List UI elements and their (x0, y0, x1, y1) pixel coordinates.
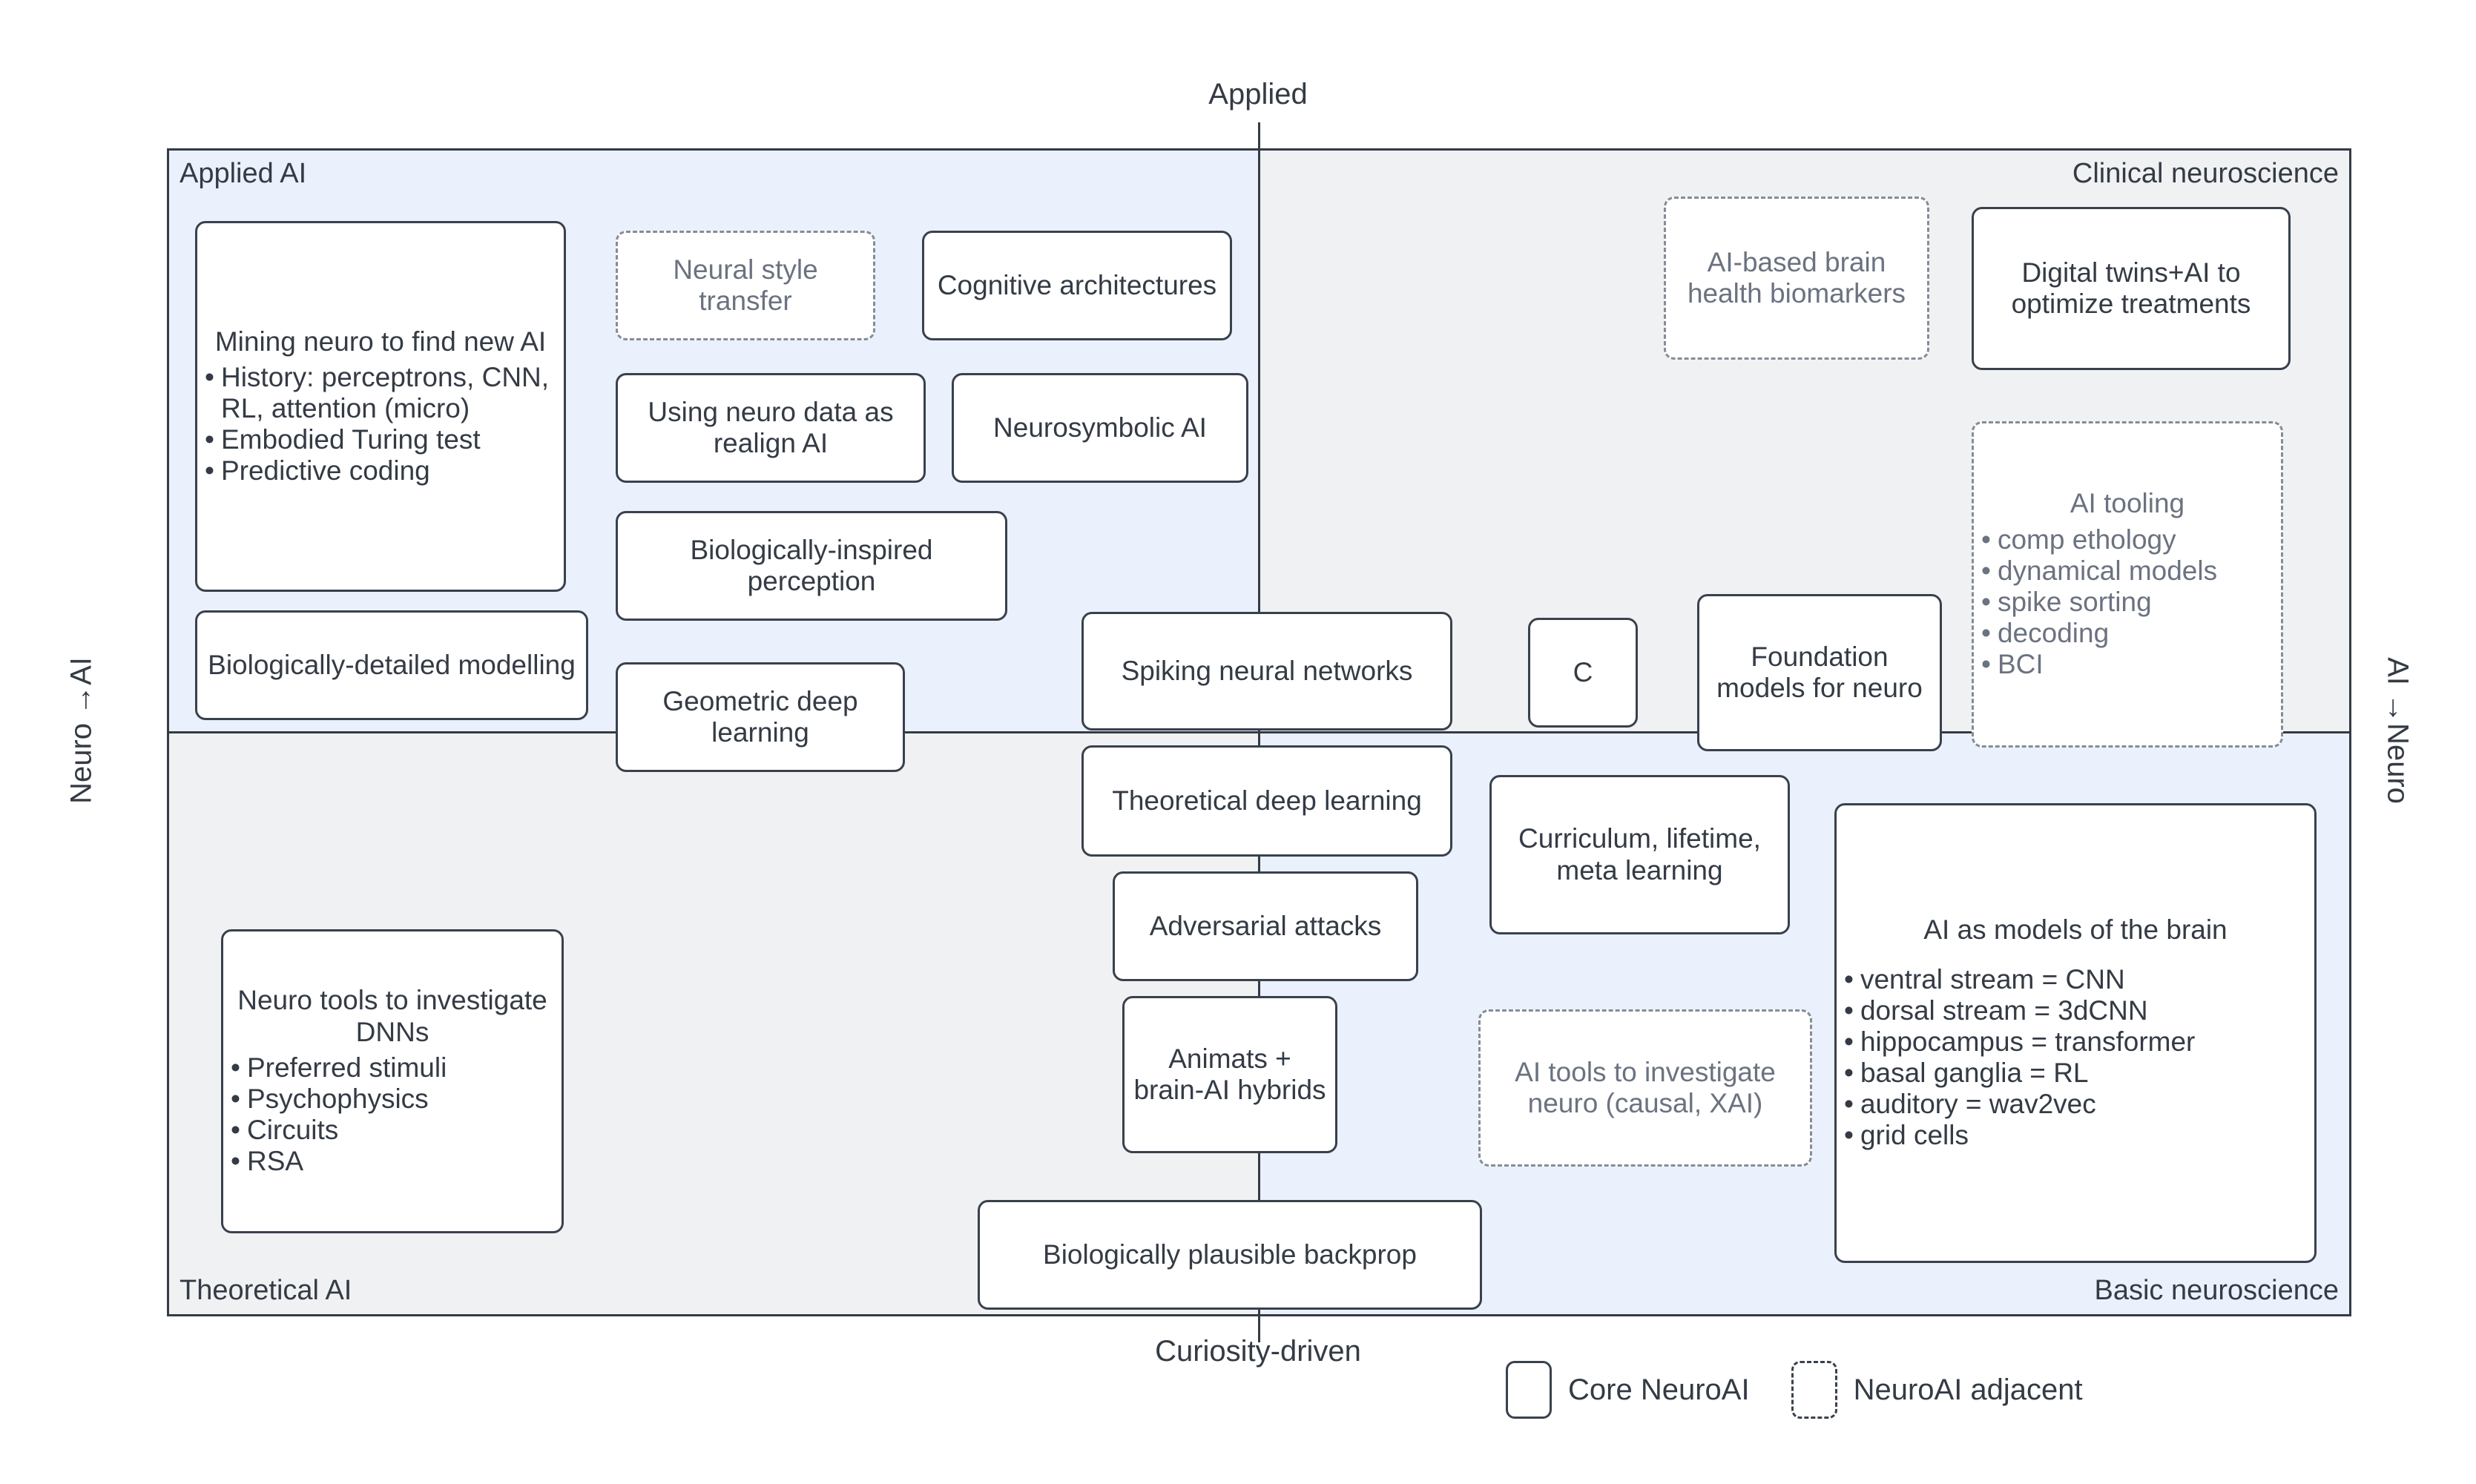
node-title: Cognitive architectures (937, 269, 1217, 300)
legend-adjacent-swatch (1791, 1361, 1837, 1419)
node-title: Spiking neural networks (1121, 655, 1413, 686)
node-c[interactable]: C (1528, 618, 1638, 728)
node-title: AI as models of the brain (1923, 914, 2228, 946)
node-title: Digital twins+AI to optimize treatments (2011, 257, 2251, 319)
node-title: Theoretical deep learning (1112, 785, 1422, 816)
node-neurosymbolic-ai[interactable]: Neurosymbolic AI (952, 373, 1248, 483)
bullet-item: Circuits (231, 1115, 554, 1146)
node-bullet-list: ventral stream = CNN dorsal stream = 3dC… (1844, 964, 2307, 1152)
horizontal-axis-line (169, 731, 2349, 733)
node-bullet-list: History: perceptrons, CNN, RL, attention… (205, 362, 556, 487)
legend-core-swatch (1506, 1361, 1552, 1419)
bullet-item: basal ganglia = RL (1844, 1058, 2307, 1089)
node-biologically-plausible-backprop[interactable]: Biologically plausible backprop (978, 1200, 1482, 1310)
node-title: Neuro tools to investigate DNNs (237, 985, 547, 1047)
bullet-item: BCI (1981, 649, 2273, 680)
node-title: Foundation models for neuro (1716, 641, 1923, 703)
node-neuro-tools-to-investigate-dnns[interactable]: Neuro tools to investigate DNNs Preferre… (221, 929, 564, 1233)
node-title: AI-based brain health biomarkers (1687, 246, 1906, 309)
quadrant-label-applied-ai: Applied AI (180, 158, 307, 189)
bullet-item: Predictive coding (205, 455, 556, 487)
bullet-item: dynamical models (1981, 555, 2273, 587)
node-spiking-neural-networks[interactable]: Spiking neural networks (1081, 612, 1452, 731)
bullet-item: Preferred stimuli (231, 1052, 554, 1084)
axis-label-ai-to-neuro: AI →Neuro (2381, 657, 2414, 804)
node-title: Mining neuro to find new AI (214, 326, 547, 357)
node-cognitive-architectures[interactable]: Cognitive architectures (922, 231, 1232, 340)
legend-core-label: Core NeuroAI (1568, 1373, 1750, 1406)
node-title: Neural style transfer (673, 254, 818, 316)
bullet-item: Psychophysics (231, 1084, 554, 1115)
quadrant-label-basic-neuroscience: Basic neuroscience (2094, 1275, 2339, 1306)
quadrant-chart: Applied AI Clinical neuroscience Theoret… (167, 148, 2351, 1316)
bullet-item: auditory = wav2vec (1844, 1089, 2307, 1120)
node-animats-brain-ai-hybrids[interactable]: Animats + brain-AI hybrids (1122, 996, 1337, 1153)
node-title: Biologically-inspired perception (690, 534, 933, 596)
bullet-item: comp ethology (1981, 524, 2273, 555)
node-title: Geometric deep learning (662, 685, 858, 748)
node-title: Biologically plausible backprop (1043, 1239, 1417, 1270)
node-theoretical-deep-learning[interactable]: Theoretical deep learning (1081, 745, 1452, 857)
node-title: AI tools to investigate neuro (causal, X… (1515, 1056, 1776, 1118)
node-using-neuro-data[interactable]: Using neuro data as realign AI (616, 373, 926, 483)
quadrant-label-clinical-neuroscience: Clinical neuroscience (2072, 158, 2339, 189)
node-ai-as-models-of-the-brain[interactable]: AI as models of the brain ventral stream… (1834, 803, 2317, 1263)
node-title: Animats + brain-AI hybrids (1133, 1043, 1326, 1105)
node-mining-neuro[interactable]: Mining neuro to find new AI History: per… (195, 221, 566, 592)
node-foundation-models-for-neuro[interactable]: Foundation models for neuro (1697, 594, 1942, 751)
node-title: Curriculum, lifetime, meta learning (1518, 823, 1761, 886)
axis-label-neuro-to-ai: Neuro →AI (65, 657, 98, 804)
legend-adjacent-label: NeuroAI adjacent (1853, 1373, 2083, 1406)
axis-label-applied: Applied (1208, 78, 1308, 111)
bullet-item: History: perceptrons, CNN, RL, attention… (205, 362, 556, 424)
axis-stub-bottom (1258, 1314, 1260, 1342)
legend: Core NeuroAI NeuroAI adjacent (1506, 1361, 2083, 1419)
node-title: Biologically-detailed modelling (208, 649, 576, 680)
bullet-item: decoding (1981, 618, 2273, 649)
node-biologically-detailed-modelling[interactable]: Biologically-detailed modelling (195, 610, 588, 720)
bullet-item: hippocampus = transformer (1844, 1026, 2307, 1058)
node-ai-tooling[interactable]: AI tooling comp ethology dynamical model… (1972, 421, 2283, 748)
quadrant-label-theoretical-ai: Theoretical AI (180, 1275, 352, 1306)
node-title: C (1573, 656, 1593, 687)
node-geometric-deep-learning[interactable]: Geometric deep learning (616, 662, 905, 772)
bullet-item: spike sorting (1981, 587, 2273, 618)
node-digital-twins[interactable]: Digital twins+AI to optimize treatments (1972, 207, 2291, 370)
node-ai-based-brain-health-biomarkers[interactable]: AI-based brain health biomarkers (1664, 197, 1929, 360)
axis-stub-top (1258, 122, 1260, 151)
node-title: Neurosymbolic AI (993, 412, 1207, 443)
node-title: AI tooling (2070, 488, 2185, 519)
bullet-item: Embodied Turing test (205, 424, 556, 455)
node-ai-tools-to-investigate-neuro[interactable]: AI tools to investigate neuro (causal, X… (1478, 1009, 1812, 1167)
node-bullet-list: comp ethology dynamical models spike sor… (1981, 524, 2273, 681)
bullet-item: dorsal stream = 3dCNN (1844, 995, 2307, 1026)
bullet-item: grid cells (1844, 1120, 2307, 1151)
node-bullet-list: Preferred stimuli Psychophysics Circuits… (231, 1052, 554, 1178)
node-curriculum-lifetime-meta-learning[interactable]: Curriculum, lifetime, meta learning (1489, 775, 1790, 934)
node-neural-style-transfer[interactable]: Neural style transfer (616, 231, 875, 340)
bullet-item: RSA (231, 1146, 554, 1177)
node-adversarial-attacks[interactable]: Adversarial attacks (1113, 871, 1418, 981)
node-title: Adversarial attacks (1149, 910, 1382, 941)
node-biologically-inspired-perception[interactable]: Biologically-inspired perception (616, 511, 1007, 621)
bullet-item: ventral stream = CNN (1844, 964, 2307, 995)
node-title: Using neuro data as realign AI (648, 396, 894, 458)
